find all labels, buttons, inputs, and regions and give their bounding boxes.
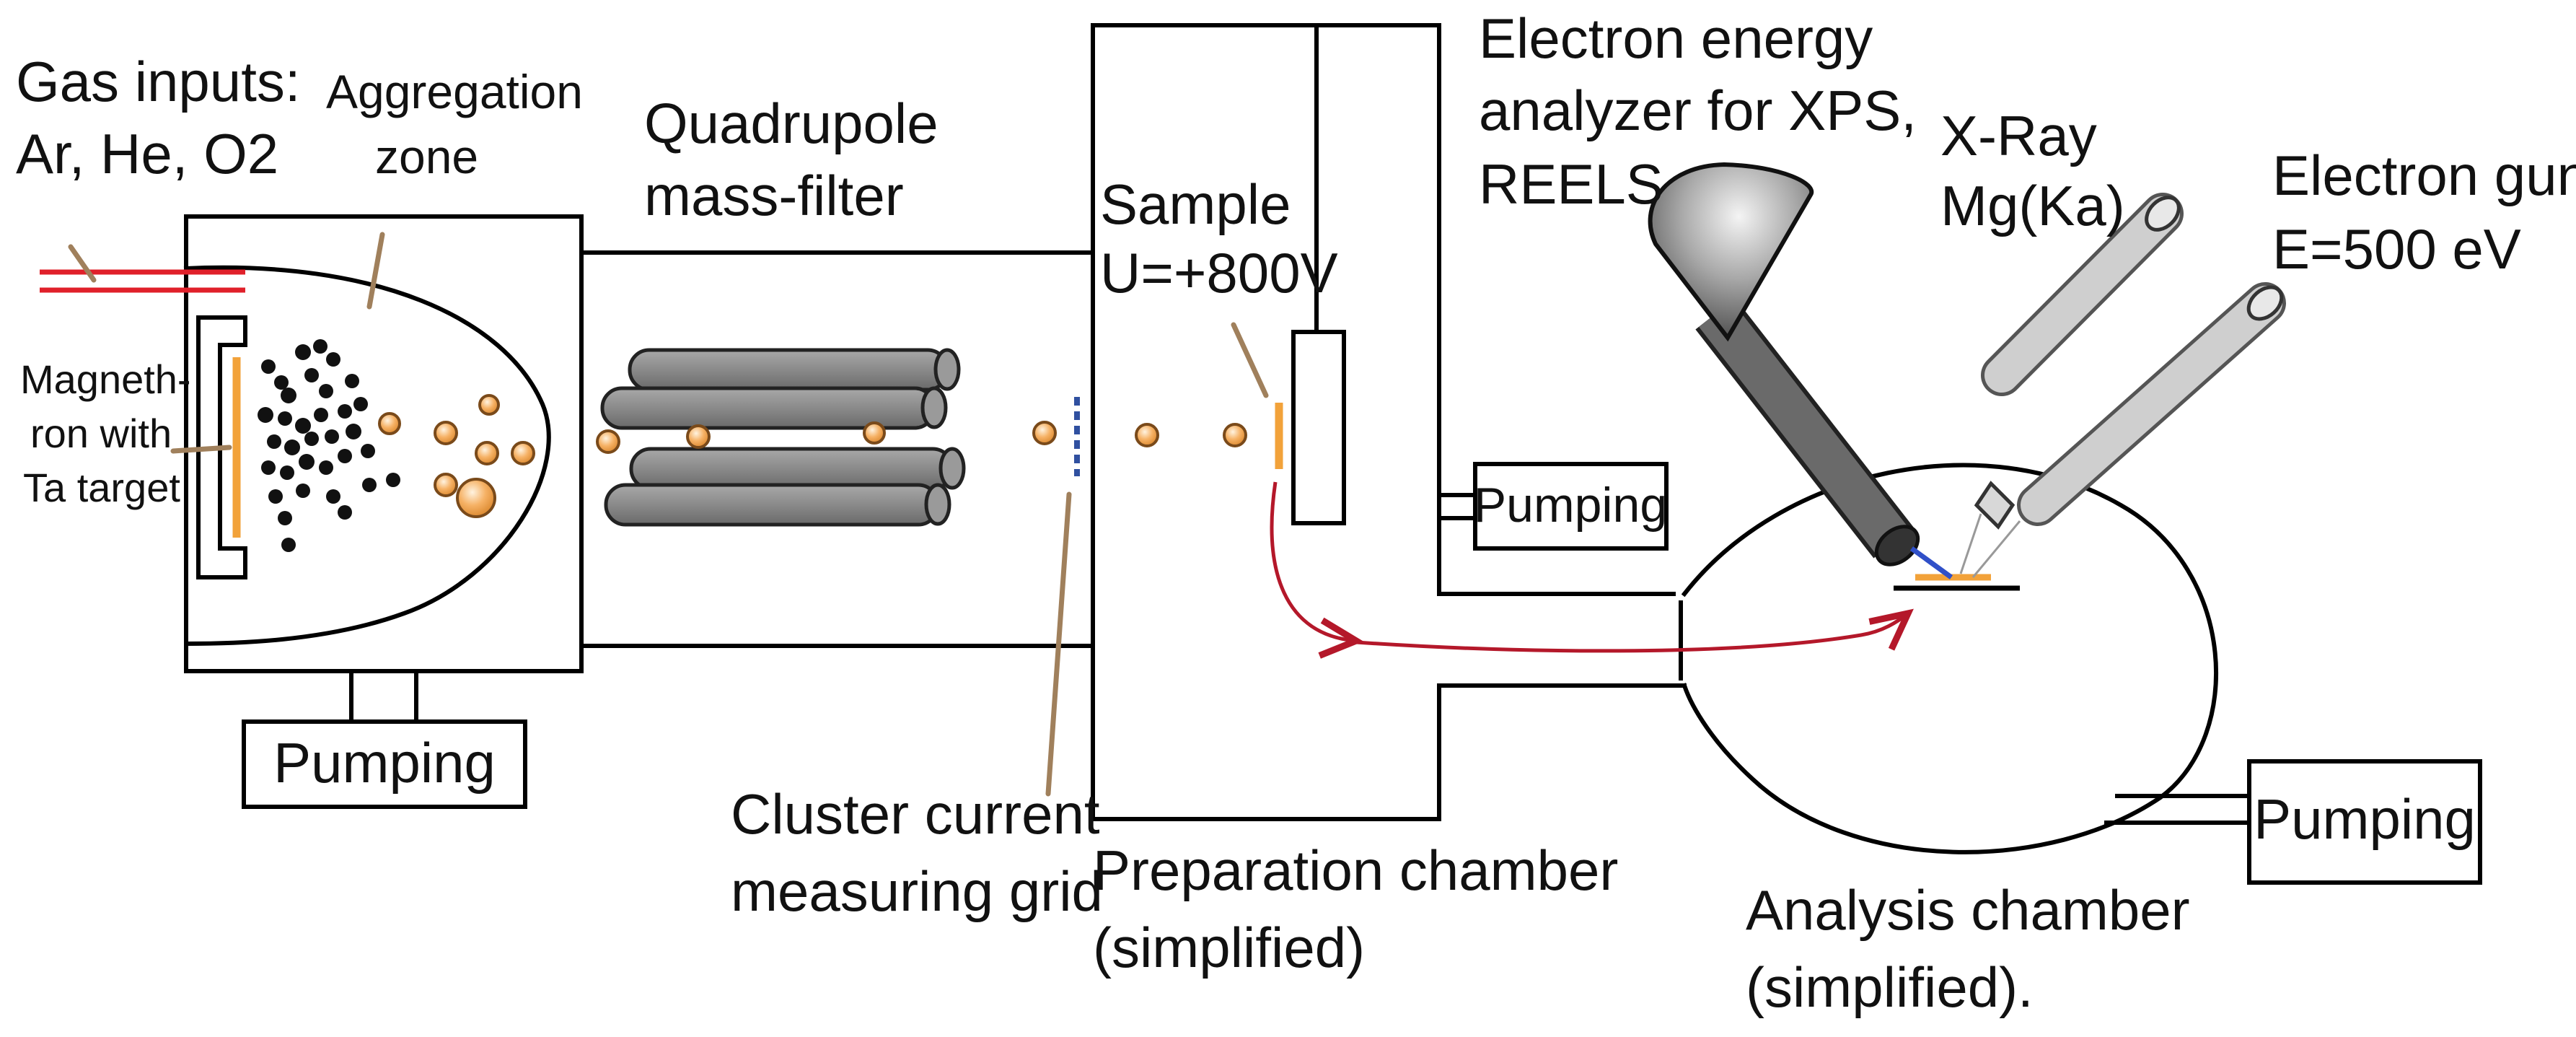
cluster-beam	[596, 421, 1247, 454]
label-gas-inputs-1: Gas inputs:	[16, 50, 301, 113]
label-pumping-prep: Pumping	[1474, 478, 1667, 533]
pumping-box-prep	[1473, 462, 1669, 551]
atom-cloud	[258, 339, 400, 552]
quadrupole-section	[579, 250, 1247, 648]
leader-lines	[68, 232, 1269, 797]
source-chamber	[40, 214, 584, 673]
source-pumping	[242, 669, 527, 809]
label-prep-2: (simplified)	[1093, 916, 1365, 979]
transfer-path-arrow-2	[1355, 608, 1914, 653]
electron-gun-icon	[1971, 282, 2286, 578]
x-ray-tube-icon	[1959, 193, 2184, 574]
x-ray-beam-line	[1959, 513, 1982, 574]
sample-holder	[1291, 330, 1346, 525]
label-pumping-source: Pumping	[273, 731, 496, 795]
label-analyzer-1: Electron energy	[1479, 6, 1873, 70]
label-sample-1: Sample	[1100, 172, 1291, 236]
label-grid-1: Cluster current	[731, 782, 1100, 846]
label-magnetron-2: ron with	[30, 411, 172, 456]
electron-beam-line	[1909, 546, 1953, 579]
label-analysis-1: Analysis chamber	[1746, 878, 2190, 942]
magnetron-target-icon	[196, 315, 247, 579]
label-magnetron-1: Magneth-	[20, 356, 191, 402]
label-grid-2: measuring grid	[731, 859, 1103, 923]
pumping-box-analysis	[2247, 759, 2482, 885]
label-gas-inputs-2: Ar, He, O2	[16, 122, 278, 185]
label-xray-2: Mg(Ka)	[1940, 174, 2125, 237]
label-xray-1: X-Ray	[1940, 104, 2097, 167]
label-quadrupole-1: Quadrupole	[644, 92, 938, 155]
label-analyzer-2: analyzer for XPS,	[1479, 79, 1917, 142]
label-sample-2: U=+800V	[1100, 241, 1338, 305]
label-egun-2: E=500 eV	[2272, 217, 2521, 281]
growing-clusters	[378, 394, 535, 518]
label-prep-1: Preparation chamber	[1093, 839, 1618, 902]
label-aggregation-1: Aggregation	[326, 65, 583, 118]
preparation-chamber	[1091, 23, 1687, 821]
pumping-box-source	[242, 719, 527, 809]
label-analyzer-3: REELS	[1479, 152, 1663, 216]
hemispherical-analyzer-icon	[1648, 162, 1953, 579]
label-egun-1: Electron gun	[2272, 144, 2576, 207]
aggregation-zone-boundary	[183, 265, 551, 647]
quadrupole-rods-icon	[600, 348, 966, 527]
label-quadrupole-2: mass-filter	[644, 164, 904, 227]
label-pumping-analysis: Pumping	[2254, 787, 2476, 851]
analysis-chamber-wall	[1681, 463, 2218, 854]
label-analysis-2: (simplified).	[1746, 955, 2034, 1019]
analysis-chamber	[1648, 162, 2482, 885]
preparation-chamber-wall	[1091, 23, 1676, 821]
label-aggregation-2: zone	[375, 130, 478, 183]
labels: Gas inputs: Ar, He, O2 Aggregation zone …	[16, 6, 2576, 1019]
label-magnetron-3: Ta target	[23, 465, 180, 510]
electron-beam-gun	[1971, 520, 2021, 578]
source-chamber-wall	[184, 214, 584, 673]
transfer-path-arrow-1	[1270, 481, 1364, 659]
